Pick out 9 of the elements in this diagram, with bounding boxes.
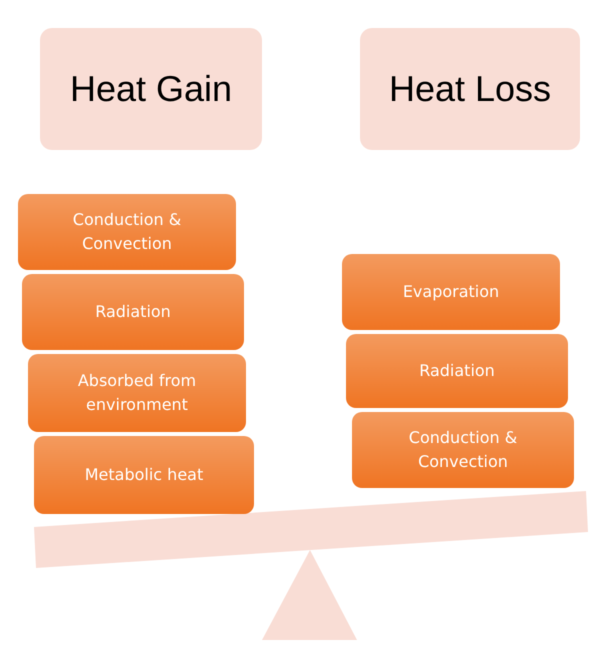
heading-box: Heat Loss bbox=[360, 28, 580, 150]
factor-box: Metabolic heat bbox=[34, 436, 254, 514]
factor-box: Radiation bbox=[22, 274, 244, 350]
factor-box: Conduction & Convection bbox=[352, 412, 574, 488]
factor-box: Evaporation bbox=[342, 254, 560, 330]
heading-box: Heat Gain bbox=[40, 28, 262, 150]
factor-box: Radiation bbox=[346, 334, 568, 408]
factor-box: Conduction & Convection bbox=[18, 194, 236, 270]
factor-box: Absorbed from environment bbox=[28, 354, 246, 432]
